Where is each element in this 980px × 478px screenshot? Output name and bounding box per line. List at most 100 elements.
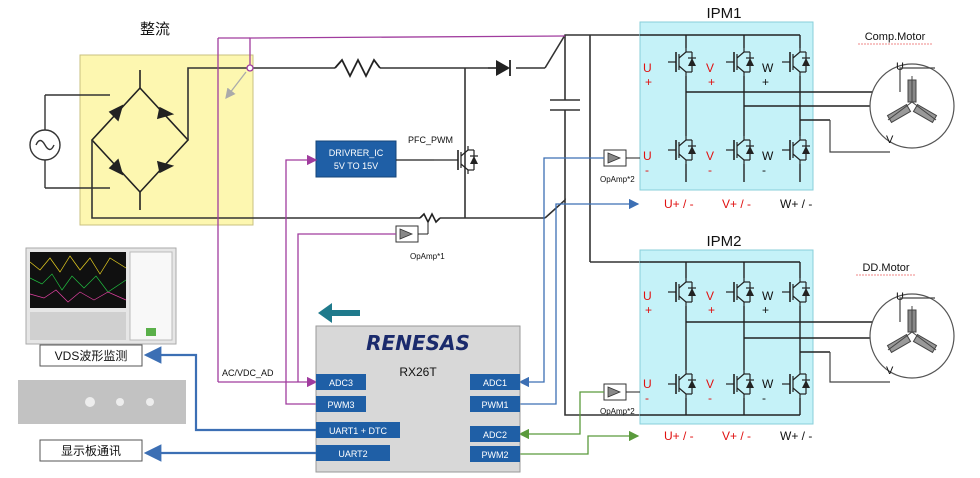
svg-text:PWM2: PWM2	[482, 450, 509, 460]
mcu-pin-adc1: ADC1	[470, 374, 520, 390]
svg-text:+: +	[708, 303, 715, 317]
blue-signal-wires	[518, 157, 640, 405]
rectifier-title: 整流	[140, 21, 170, 38]
ipm2-phase-labels: U+ / - V+ / - W+ / -	[664, 429, 812, 443]
svg-text:-: -	[645, 391, 649, 405]
svg-text:V+ / -: V+ / -	[722, 429, 751, 443]
svg-text:+: +	[762, 303, 769, 317]
display-comm-box: 显示板通讯	[39, 439, 143, 462]
opamp-2-bottom-icon	[603, 383, 640, 401]
svg-text:V+ / -: V+ / -	[722, 197, 751, 211]
dc-bus-bottom	[91, 68, 640, 416]
opamp-2-top-icon	[603, 149, 640, 167]
svg-text:U: U	[643, 377, 652, 391]
ipm2-switches	[640, 261, 900, 416]
diode-bridge-icon	[90, 70, 190, 210]
svg-text:W: W	[762, 377, 774, 391]
svg-text:PWM3: PWM3	[328, 400, 355, 410]
comp-motor-title: Comp.Motor	[865, 31, 926, 43]
mcu-pin-pwm1: PWM1	[470, 396, 520, 412]
svg-text:W+ / -: W+ / -	[780, 429, 812, 443]
svg-text:V: V	[706, 61, 714, 75]
svg-text:ADC3: ADC3	[329, 378, 353, 388]
mcu-pin-uart2: UART2	[316, 445, 390, 461]
pfc-resistor-icon	[334, 57, 381, 79]
ac-source-icon	[29, 94, 110, 189]
svg-text:U+ / -: U+ / -	[664, 197, 694, 211]
svg-text:V: V	[706, 377, 714, 391]
opamp-2-top-label: OpAmp*2	[600, 175, 635, 184]
pfc-diode-icon	[488, 60, 511, 76]
bus-capacitor-icon	[550, 35, 640, 263]
dd-motor-icon	[869, 293, 955, 379]
dd-motor-u: U	[896, 291, 904, 303]
opamp-1-icon	[395, 222, 429, 243]
gray-feedback-arrow	[225, 71, 247, 100]
svg-text:U: U	[643, 149, 652, 163]
svg-text:ADC2: ADC2	[483, 430, 507, 440]
svg-text:显示板通讯: 显示板通讯	[61, 444, 121, 458]
svg-text:-: -	[762, 391, 766, 405]
driver-ic-line1: DRIVRER_IC	[329, 148, 384, 158]
ac-vdc-tap	[246, 64, 254, 72]
green-signal-wires	[518, 391, 640, 455]
ipm2-markers: U + V + W + U - V - W -	[643, 289, 774, 405]
ipm1-switches	[640, 34, 900, 182]
svg-text:-: -	[762, 163, 766, 177]
svg-text:-: -	[645, 163, 649, 177]
renesas-logo: RENESAS	[366, 331, 470, 355]
pfc-switch-icon	[434, 145, 479, 175]
driver-ic-block	[315, 140, 397, 178]
mcu-name: RX26T	[399, 365, 437, 379]
ac-vdc-ad-label: AC/VDC_AD	[222, 368, 274, 378]
comp-motor-u: U	[896, 61, 904, 73]
dd-motor-title: DD.Motor	[862, 262, 909, 274]
svg-text:W: W	[762, 149, 774, 163]
svg-text:UART1 + DTC: UART1 + DTC	[329, 426, 388, 436]
dd-motor-v: V	[886, 365, 894, 377]
mcu-pin-adc2: ADC2	[470, 426, 520, 442]
ipm1-phase-labels: U+ / - V+ / - W+ / -	[664, 197, 812, 211]
svg-text:+: +	[762, 75, 769, 89]
uart-links	[143, 346, 316, 462]
dd-motor-leads	[829, 297, 935, 383]
svg-text:W: W	[762, 61, 774, 75]
svg-text:V: V	[706, 149, 714, 163]
teal-direction-arrow	[318, 303, 360, 323]
svg-text:U: U	[643, 289, 652, 303]
svg-text:U+ / -: U+ / -	[664, 429, 694, 443]
mcu-pin-uart1: UART1 + DTC	[316, 422, 400, 438]
mcu-pin-adc3: ADC3	[316, 374, 366, 390]
pfc-pwm-label: PFC_PWM	[408, 135, 453, 145]
svg-text:+: +	[645, 303, 652, 317]
svg-text:-: -	[708, 391, 712, 405]
svg-text:+: +	[708, 75, 715, 89]
opamp-1-label: OpAmp*1	[410, 252, 445, 261]
driver-ic-line2: 5V TO 15V	[334, 161, 378, 171]
ipm2-title: IPM2	[706, 233, 741, 250]
comp-motor-icon	[869, 63, 955, 149]
svg-text:-: -	[708, 163, 712, 177]
svg-text:W: W	[762, 289, 774, 303]
svg-text:ADC1: ADC1	[483, 378, 507, 388]
svg-text:+: +	[645, 75, 652, 89]
comp-motor-leads	[829, 67, 935, 153]
mcu-pin-pwm3: PWM3	[316, 396, 366, 412]
display-board-photo	[18, 380, 186, 424]
dc-bus-top	[187, 34, 640, 140]
mcu-pin-pwm2: PWM2	[470, 446, 520, 462]
purple-signal-wires	[217, 35, 566, 405]
ipm2-block	[639, 249, 814, 425]
ipm1-title: IPM1	[706, 5, 741, 22]
svg-text:W+ / -: W+ / -	[780, 197, 812, 211]
rectifier-block	[79, 54, 254, 226]
svg-text:PWM1: PWM1	[482, 400, 509, 410]
svg-text:V: V	[706, 289, 714, 303]
svg-text:UART2: UART2	[338, 449, 367, 459]
ipm1-markers: U + V + W + U - V - W -	[643, 61, 774, 177]
comp-motor-v: V	[886, 134, 894, 146]
opamp-2-bottom-label: OpAmp*2	[600, 407, 635, 416]
svg-text:VDS波形监测: VDS波形监测	[55, 349, 128, 363]
oscilloscope-screenshot	[25, 247, 177, 345]
